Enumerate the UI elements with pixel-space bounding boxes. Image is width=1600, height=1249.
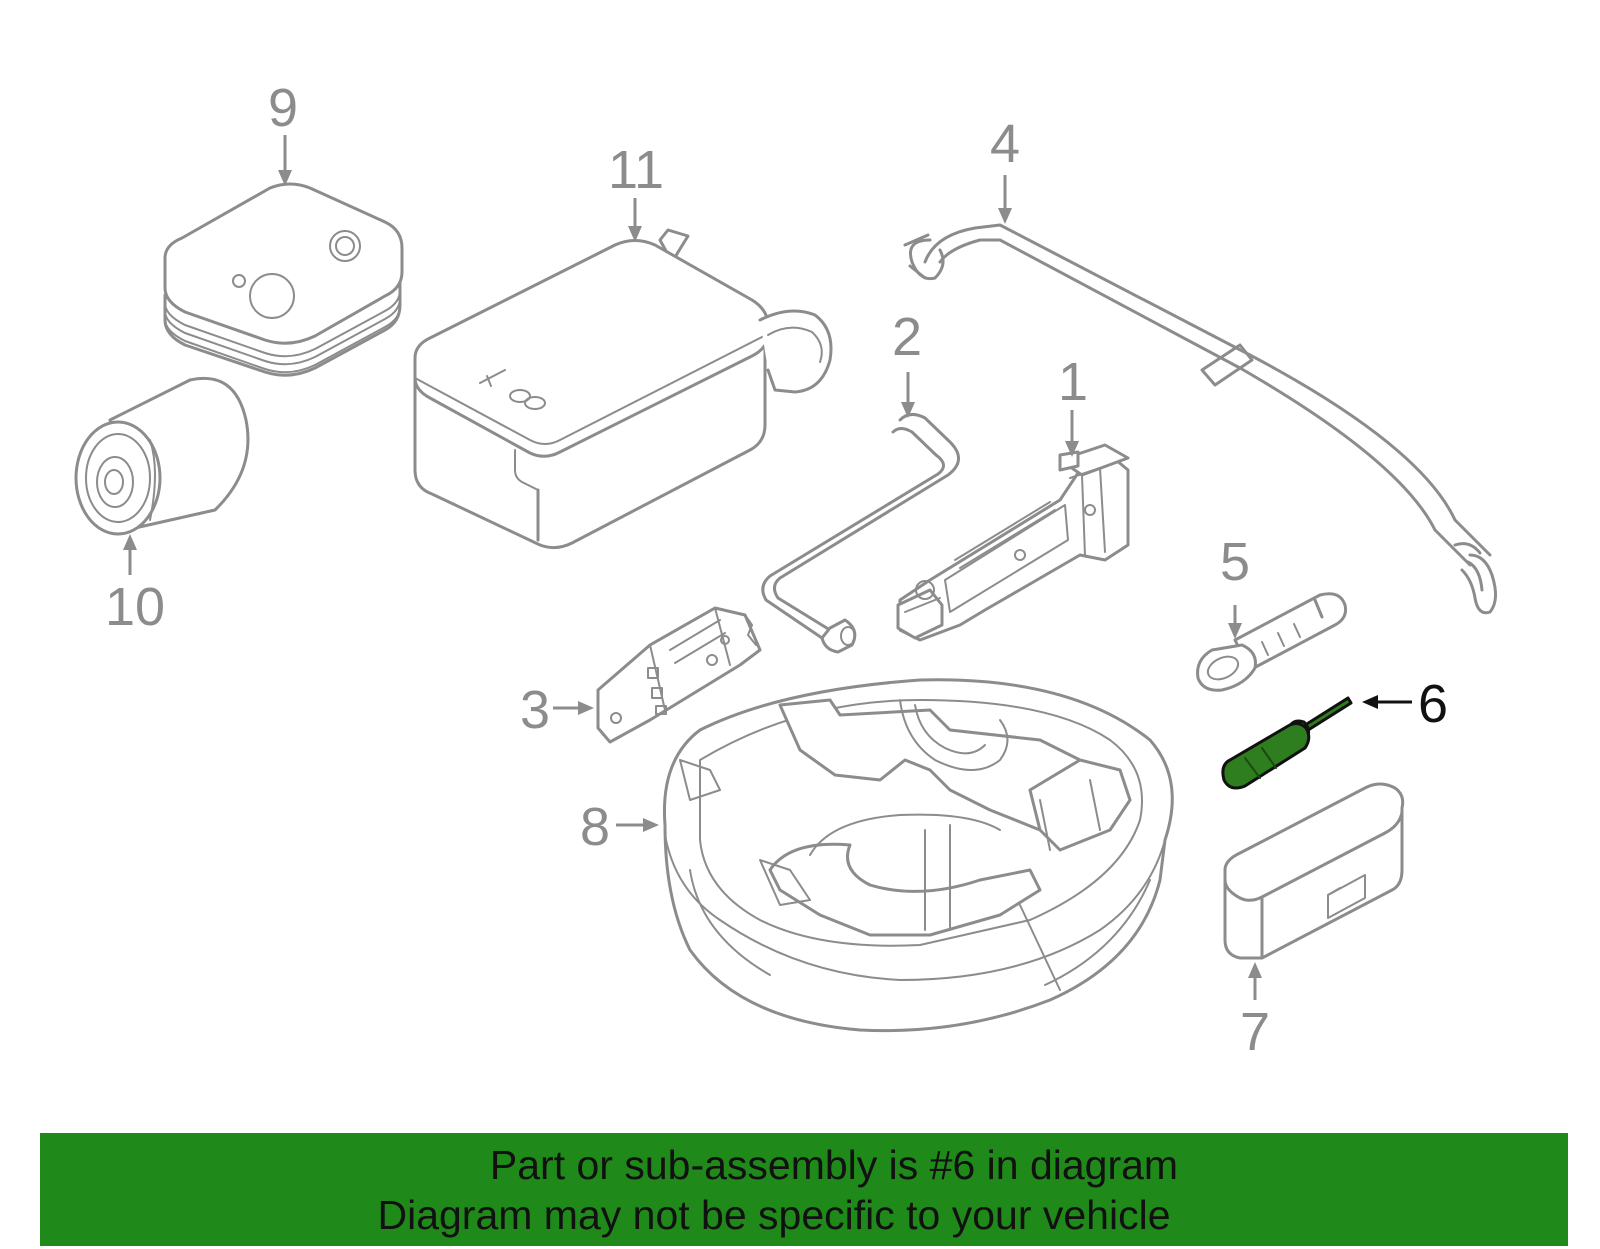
part-11-drawing[interactable] (413, 228, 833, 550)
part-2-drawing[interactable] (761, 413, 960, 654)
part-10-drawing[interactable] (74, 376, 250, 536)
callout-6-label[interactable]: 6 (1418, 674, 1448, 734)
callout-1-label[interactable]: 1 (1058, 352, 1088, 412)
part-6-drawing[interactable] (1221, 696, 1353, 790)
callout-10-arrowhead (123, 534, 137, 550)
part-9-drawing[interactable] (163, 182, 404, 377)
callout-3-label[interactable]: 3 (520, 680, 550, 740)
part-3-drawing[interactable] (596, 606, 762, 744)
part-7-drawing[interactable] (1223, 782, 1405, 960)
callout-8-arrowhead (643, 818, 659, 832)
info-banner: Part or sub-assembly is #6 in diagram Di… (40, 1133, 1568, 1246)
banner-part-text: Part or sub-assembly is #6 in diagram (489, 1141, 1179, 1188)
callout-9-label[interactable]: 9 (268, 78, 298, 138)
callout-6-arrowhead (1362, 695, 1378, 709)
part-4-drawing[interactable] (903, 223, 1497, 615)
callout-8-label[interactable]: 8 (580, 797, 610, 857)
callout-11-arrowhead (628, 226, 642, 242)
callout-2-arrowhead (901, 402, 915, 418)
callout-5-arrowhead (1228, 623, 1242, 639)
part-8-drawing[interactable] (662, 678, 1174, 1033)
callout-10-label[interactable]: 10 (105, 577, 165, 637)
callout-3-arrowhead (578, 701, 594, 715)
callout-7-arrowhead (1248, 962, 1262, 978)
callout-2-label[interactable]: 2 (892, 307, 922, 367)
callout-1-arrowhead (1065, 441, 1079, 457)
callout-7-label[interactable]: 7 (1240, 1002, 1270, 1062)
banner-disclaimer-text: Diagram may not be specific to your vehi… (377, 1191, 1171, 1238)
callout-9-arrowhead (278, 170, 292, 186)
callout-11-label[interactable]: 11 (608, 140, 664, 200)
callout-4-arrowhead (998, 208, 1012, 224)
callout-5-label[interactable]: 5 (1220, 532, 1250, 592)
part-1-drawing[interactable] (896, 443, 1130, 642)
part-5-drawing[interactable] (1196, 592, 1347, 692)
callout-4-label[interactable]: 4 (990, 114, 1020, 174)
